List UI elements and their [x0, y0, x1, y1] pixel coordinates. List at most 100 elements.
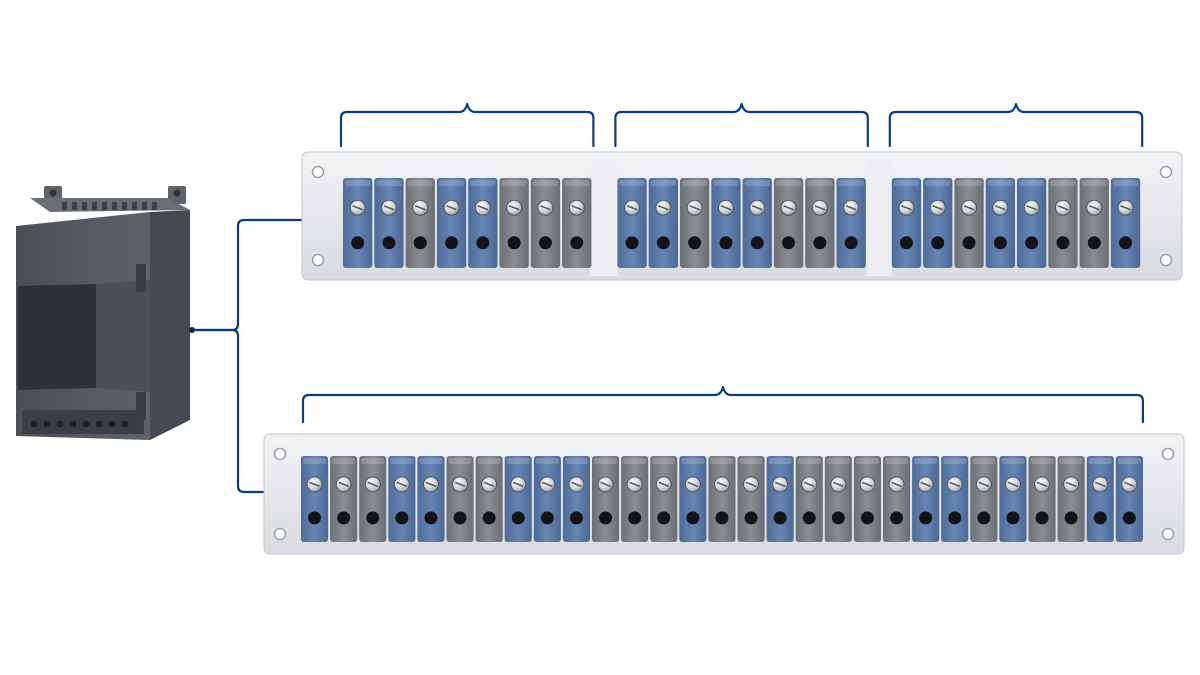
wire-entry-hole-icon	[773, 511, 787, 525]
mounting-hole-icon	[1161, 527, 1175, 541]
block-body	[436, 178, 467, 268]
block-body	[1110, 178, 1141, 268]
wire-entry-hole-icon	[424, 511, 438, 525]
wire-entry-hole-icon	[382, 236, 396, 250]
block-body	[417, 456, 445, 542]
screw-slot	[833, 481, 844, 488]
block-body	[883, 456, 911, 542]
terminal-block	[836, 178, 866, 268]
block-body	[388, 456, 416, 542]
mounting-hole-icon	[311, 165, 325, 179]
block-highlight	[619, 180, 645, 186]
block-highlight	[744, 180, 770, 186]
wire-entry-hole-icon	[569, 511, 583, 525]
block-highlight	[855, 458, 879, 464]
screw-slot	[542, 481, 553, 488]
terminal-block	[985, 178, 1015, 268]
terminal-block	[795, 456, 823, 542]
screw-slot	[920, 481, 931, 488]
block-body	[912, 456, 940, 542]
screw-slot	[1036, 481, 1048, 488]
mounting-hole-icon	[1159, 165, 1173, 179]
group-bracket	[888, 102, 1144, 148]
wire-entry-hole-icon	[395, 511, 409, 525]
block-highlight	[925, 180, 951, 186]
wire-entry-hole-icon	[625, 236, 639, 250]
terminal-block	[562, 456, 590, 542]
block-highlight	[564, 180, 590, 186]
wire-entry-hole-icon	[844, 236, 858, 250]
terminal-block	[805, 178, 835, 268]
terminal-block	[1086, 456, 1114, 542]
group-bracket	[339, 102, 595, 148]
block-highlight	[987, 180, 1013, 186]
block-highlight	[303, 458, 327, 464]
terminal-block	[388, 456, 416, 542]
screw-slot	[658, 204, 669, 211]
block-highlight	[956, 180, 982, 186]
mounting-hole-icon	[273, 527, 287, 541]
screw-slot	[626, 204, 638, 211]
block-highlight	[826, 458, 850, 464]
block-highlight	[1001, 458, 1025, 464]
wire-entry-hole-icon	[931, 236, 945, 250]
screw-slot	[963, 204, 975, 211]
wire-entry-hole-icon	[719, 236, 733, 250]
block-body	[941, 456, 969, 542]
wire-entry-hole-icon	[750, 236, 764, 250]
block-body	[970, 456, 998, 542]
block-highlight	[943, 458, 967, 464]
terminal-block	[954, 178, 984, 268]
block-body	[504, 456, 532, 542]
block-body	[1057, 456, 1085, 542]
screw-slot	[995, 204, 1006, 211]
terminal-block	[737, 456, 765, 542]
group-separator	[590, 160, 618, 276]
wire-entry-hole-icon	[482, 511, 496, 525]
terminal-block	[468, 178, 498, 268]
wire-entry-hole-icon	[977, 511, 991, 525]
block-highlight	[807, 180, 833, 186]
screw-slot	[396, 481, 408, 488]
screw-slot	[658, 481, 670, 488]
terminal-block	[1115, 456, 1143, 542]
terminal-block	[999, 456, 1027, 542]
terminal-block	[941, 456, 969, 542]
wire-entry-hole-icon	[1006, 511, 1020, 525]
block-body	[446, 456, 474, 542]
block-body	[617, 178, 647, 268]
wire-entry-hole-icon	[962, 236, 976, 250]
wire-entry-hole-icon	[1056, 236, 1070, 250]
wire-entry-hole-icon	[899, 236, 913, 250]
block-body	[836, 178, 866, 268]
block-body	[766, 456, 794, 542]
wire-entry-hole-icon	[1035, 511, 1049, 525]
block-highlight	[1088, 458, 1112, 464]
block-body	[773, 178, 804, 268]
screw-slot	[309, 481, 320, 488]
terminal-block	[617, 178, 647, 268]
block-body	[679, 456, 707, 542]
block-body	[985, 178, 1015, 268]
screw-slot	[716, 481, 728, 488]
block-body	[1086, 456, 1114, 542]
block-body	[533, 456, 561, 542]
screw-slot	[1088, 204, 1100, 211]
terminal-block	[1079, 178, 1109, 268]
block-body	[711, 178, 741, 268]
block-body	[562, 178, 592, 268]
block-body	[475, 456, 503, 542]
terminal-block	[621, 456, 649, 542]
block-highlight	[470, 180, 496, 186]
terminal-block	[883, 456, 911, 542]
wire-entry-hole-icon	[1025, 236, 1039, 250]
wire-entry-hole-icon	[744, 511, 758, 525]
block-highlight	[1019, 180, 1045, 186]
terminal-block	[824, 456, 852, 542]
block-highlight	[768, 458, 792, 464]
block-highlight	[972, 458, 996, 464]
block-highlight	[448, 458, 472, 464]
block-highlight	[438, 180, 465, 186]
block-highlight	[332, 458, 356, 464]
